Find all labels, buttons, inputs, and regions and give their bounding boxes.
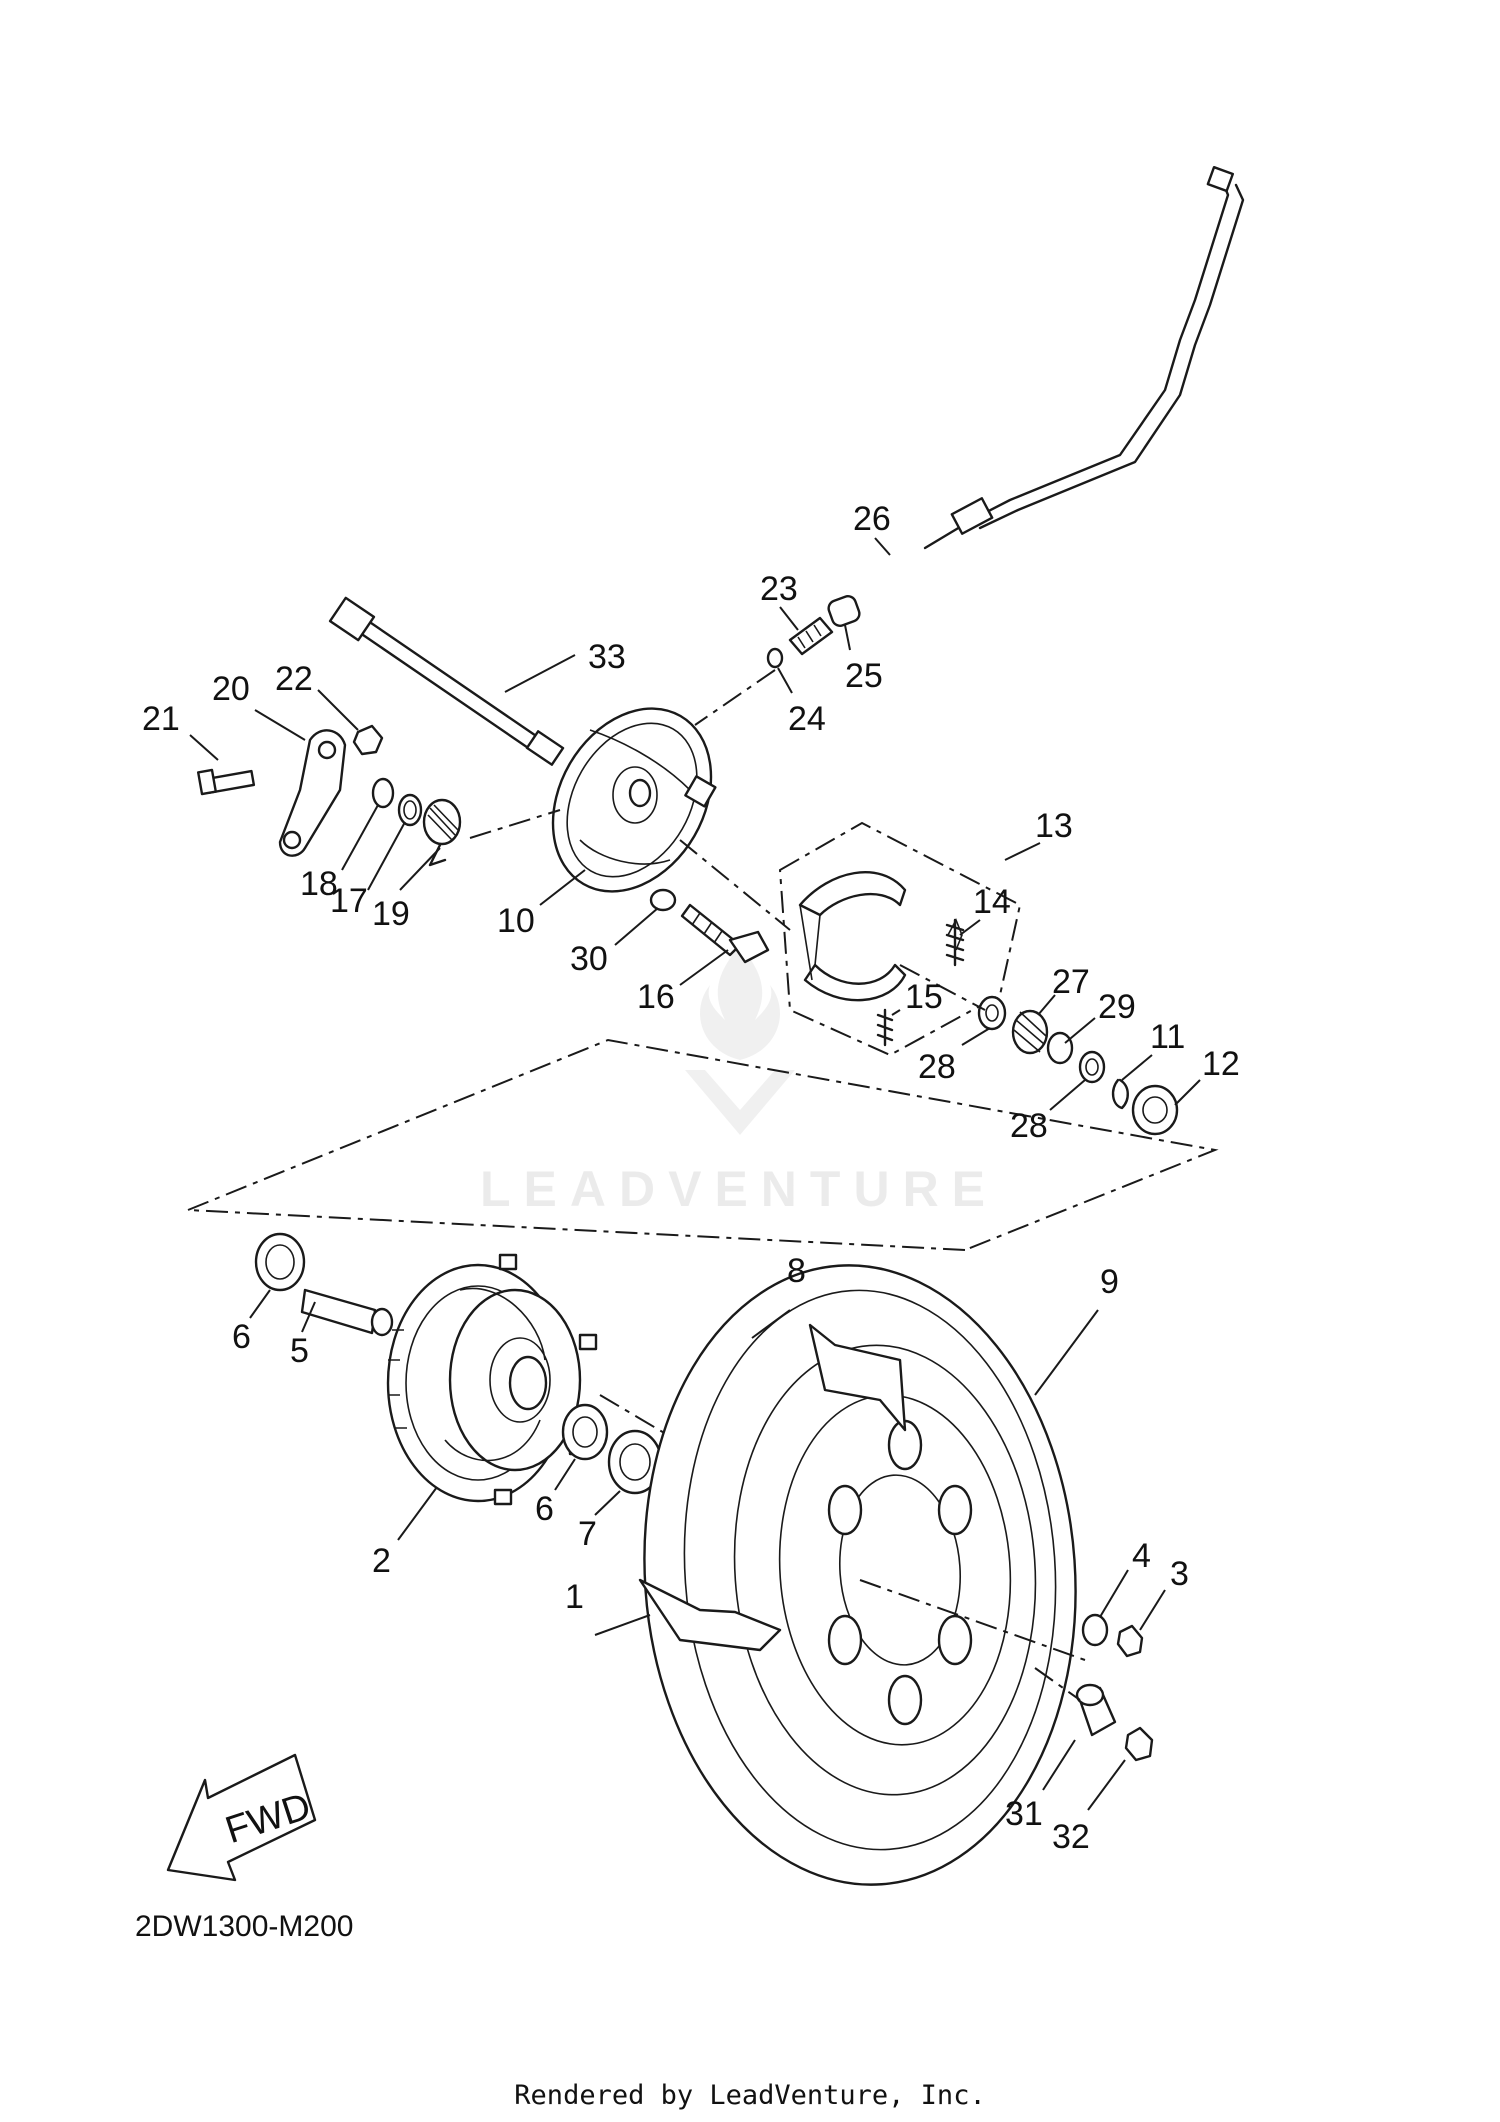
- brake-plate: [551, 707, 717, 893]
- wheel-tire: [638, 1264, 1077, 1886]
- callout-33: 33: [588, 638, 626, 676]
- brake-cam-lever: [196, 724, 384, 857]
- callout-7: 7: [578, 1515, 597, 1553]
- callout-28b: 28: [1010, 1107, 1048, 1145]
- callout-21: 21: [142, 700, 180, 738]
- speedometer-cable: [923, 165, 1245, 550]
- callout-2: 2: [372, 1542, 391, 1580]
- callout-numbers: 1 2 3 4 5 6 6 7 8 9 10 11 12 13 14 15 16…: [142, 500, 1240, 1856]
- forward-arrow: FWD: [166, 1753, 317, 1882]
- callout-16: 16: [637, 978, 675, 1016]
- watermark-logo: [680, 940, 800, 1140]
- callout-29: 29: [1098, 988, 1136, 1026]
- callout-15: 15: [905, 978, 943, 1016]
- footer-credit: Rendered by LeadVenture, Inc.: [514, 2080, 986, 2111]
- callout-24: 24: [788, 700, 826, 738]
- callout-32: 32: [1052, 1818, 1090, 1856]
- callout-25: 25: [845, 657, 883, 695]
- brake-shoe-assembly: [679, 821, 1022, 1057]
- callout-5: 5: [290, 1332, 309, 1370]
- left-bearing-collar: [254, 1232, 394, 1337]
- watermark-text: LEADVENTURE: [480, 1161, 999, 1217]
- callout-11: 11: [1150, 1018, 1185, 1056]
- callout-27: 27: [1052, 963, 1090, 1001]
- callout-17: 17: [330, 882, 368, 920]
- callout-14: 14: [973, 883, 1011, 921]
- axle-hardware: [1034, 1613, 1154, 1762]
- speedo-gear-stack: [899, 964, 1179, 1136]
- callout-8: 8: [787, 1252, 806, 1290]
- callout-10: 10: [497, 902, 535, 940]
- brake-camshaft: [649, 888, 770, 964]
- wheel-hub: [386, 1253, 598, 1506]
- callout-12: 12: [1202, 1045, 1240, 1083]
- right-bearing-seal: [561, 1403, 663, 1495]
- callout-30: 30: [570, 940, 608, 978]
- leader-lines: [189, 537, 1201, 1811]
- callout-20: 20: [212, 670, 250, 708]
- callout-9: 9: [1100, 1263, 1119, 1301]
- callout-26: 26: [853, 500, 891, 538]
- callout-1: 1: [565, 1578, 584, 1616]
- lever-washers: [371, 777, 462, 867]
- callout-13: 13: [1035, 807, 1073, 845]
- callout-3: 3: [1170, 1555, 1189, 1593]
- callout-31: 31: [1005, 1795, 1043, 1833]
- callout-6a: 6: [232, 1318, 251, 1356]
- callout-22: 22: [275, 660, 313, 698]
- callout-18: 18: [300, 865, 338, 903]
- speedo-gear-fitting: [694, 595, 861, 726]
- callout-23: 23: [760, 570, 798, 608]
- callout-19: 19: [372, 895, 410, 933]
- diagram-code: 2DW1300-M200: [135, 1910, 354, 1943]
- callout-28a: 28: [918, 1048, 956, 1086]
- callout-4: 4: [1132, 1537, 1151, 1575]
- axle: [328, 596, 565, 766]
- callout-6b: 6: [535, 1490, 554, 1528]
